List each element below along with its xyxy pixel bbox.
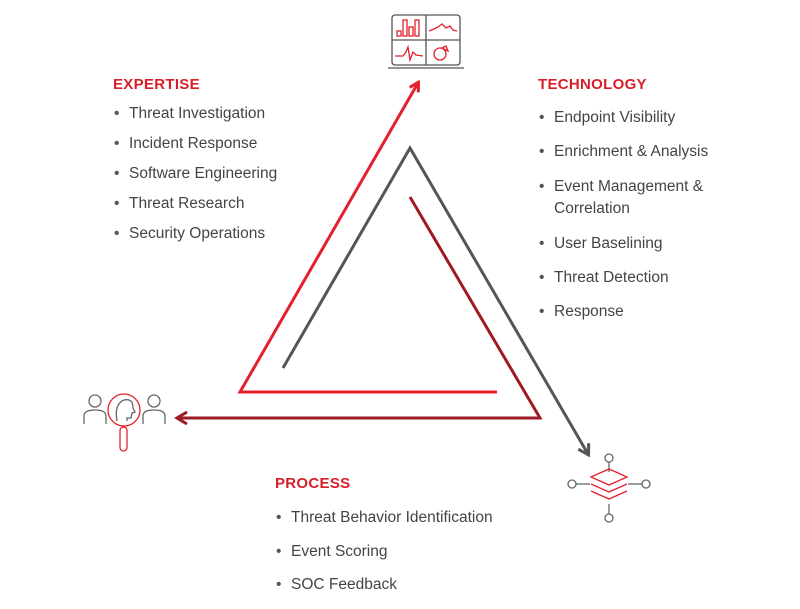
list-item: Incident Response [114, 134, 277, 154]
list-item: Threat Behavior Identification [276, 508, 493, 528]
list-item: Response [539, 302, 739, 322]
dashboard-icon [388, 14, 464, 69]
process-heading: PROCESS [275, 475, 351, 492]
list-item: SOC Feedback [276, 575, 493, 595]
expertise-heading: EXPERTISE [113, 76, 200, 93]
technology-list: Endpoint Visibility Enrichment & Analysi… [539, 108, 739, 336]
list-item: Event Management & Correlation [539, 176, 739, 220]
list-item: Threat Research [114, 194, 277, 214]
layers-network-icon [567, 453, 651, 523]
list-item: Threat Investigation [114, 104, 277, 124]
list-item: User Baselining [539, 234, 739, 254]
list-item: Software Engineering [114, 164, 277, 184]
list-item: Endpoint Visibility [539, 108, 739, 128]
list-item: Event Scoring [276, 542, 493, 562]
process-list: Threat Behavior Identification Event Sco… [276, 508, 493, 609]
list-item: Security Operations [114, 224, 277, 244]
people-search-icon [83, 393, 166, 452]
dark-red-arrow [178, 196, 543, 418]
expertise-list: Threat Investigation Incident Response S… [114, 104, 277, 254]
gray-arrow [281, 145, 588, 454]
red-arrow [237, 83, 497, 394]
technology-heading: TECHNOLOGY [538, 76, 647, 93]
list-item: Threat Detection [539, 268, 739, 288]
list-item: Enrichment & Analysis [539, 142, 739, 162]
